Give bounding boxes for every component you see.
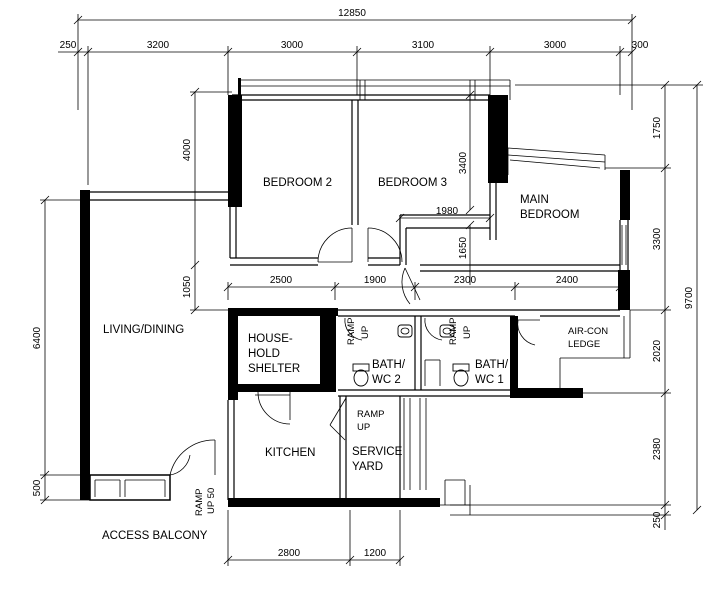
- room-aircon-1: AIR-CON: [568, 326, 608, 337]
- dim-top-1: 250: [60, 40, 77, 51]
- dim-bottom-1: 2800: [278, 548, 301, 559]
- room-household-1: HOUSE-: [248, 333, 293, 345]
- walls: [80, 78, 631, 515]
- room-kitchen: KITCHEN: [265, 447, 315, 459]
- room-household-3: SHELTER: [248, 363, 300, 375]
- dim-mid-2: 1900: [364, 275, 387, 286]
- overall-width-label: 12850: [338, 8, 366, 19]
- dim-mid-1: 2500: [270, 275, 293, 286]
- room-access-balcony: ACCESS BALCONY: [102, 530, 208, 542]
- dim-bottom-2: 1200: [364, 548, 387, 559]
- room-bath2-2: WC 2: [372, 374, 401, 386]
- dim-mid-3: 2300: [454, 275, 477, 286]
- ramp-entry-up: UP 50: [206, 488, 217, 514]
- room-bath2-1: BATH/: [372, 359, 406, 371]
- room-bath1-2: WC 1: [475, 374, 504, 386]
- dim-top-2: 3200: [147, 40, 170, 51]
- room-bedroom2: BEDROOM 2: [263, 177, 332, 189]
- dimension-labels: 12850 250 3200 3000 3100 3000 300 2500 1…: [32, 8, 695, 559]
- doors: [169, 227, 540, 476]
- ramp-bath1-up: UP: [462, 326, 473, 339]
- ramp-labels: RAMP UP RAMP UP RAMP UP RAMP UP 50: [194, 318, 473, 516]
- fixtures: [352, 324, 470, 387]
- room-labels: BEDROOM 2 BEDROOM 3 MAIN BEDROOM LIVING/…: [102, 177, 608, 542]
- ramp-bath1-label: RAMP: [448, 318, 459, 345]
- room-household-2: HOLD: [248, 348, 280, 360]
- dim-bed3-width: 1980: [436, 206, 459, 217]
- dim-left-1050: 1050: [182, 275, 193, 298]
- ramp-bath2-up: UP: [360, 326, 371, 339]
- dim-top-3: 3000: [281, 40, 304, 51]
- dim-top-5: 3000: [544, 40, 567, 51]
- dim-right-total: 9700: [684, 286, 695, 309]
- room-bedroom3: BEDROOM 3: [378, 177, 447, 189]
- dim-bedroom2-height: 4000: [182, 138, 193, 161]
- ramp-entry-label: RAMP: [194, 489, 205, 516]
- ramp-bath2-label: RAMP: [346, 318, 357, 345]
- room-bath1-1: BATH/: [475, 359, 509, 371]
- dim-right-5: 250: [652, 511, 663, 528]
- dim-right-2: 3300: [652, 227, 663, 250]
- dim-mid-4: 2400: [556, 275, 579, 286]
- room-aircon-2: LEDGE: [568, 339, 600, 350]
- room-service-yard-1: SERVICE: [352, 446, 403, 458]
- dim-right-4: 2380: [652, 437, 663, 460]
- dim-left-total: 6400: [32, 326, 43, 349]
- dim-right-1: 1750: [652, 116, 663, 139]
- room-main-bedroom-2: BEDROOM: [520, 209, 579, 221]
- dim-top-6: 300: [632, 40, 649, 51]
- dim-top-4: 3100: [412, 40, 435, 51]
- ramp-service-up: UP: [357, 422, 370, 433]
- room-living-dining: LIVING/DINING: [103, 324, 184, 336]
- room-service-yard-2: YARD: [352, 461, 383, 473]
- ramp-service-label: RAMP: [357, 409, 384, 420]
- dim-right-3: 2020: [652, 339, 663, 362]
- dim-bed3-small: 1650: [458, 236, 469, 259]
- dim-bed3-vertical: 3400: [458, 151, 469, 174]
- dimension-lines: [40, 14, 703, 566]
- dim-left-bottom: 500: [32, 479, 43, 496]
- room-main-bedroom-1: MAIN: [520, 194, 549, 206]
